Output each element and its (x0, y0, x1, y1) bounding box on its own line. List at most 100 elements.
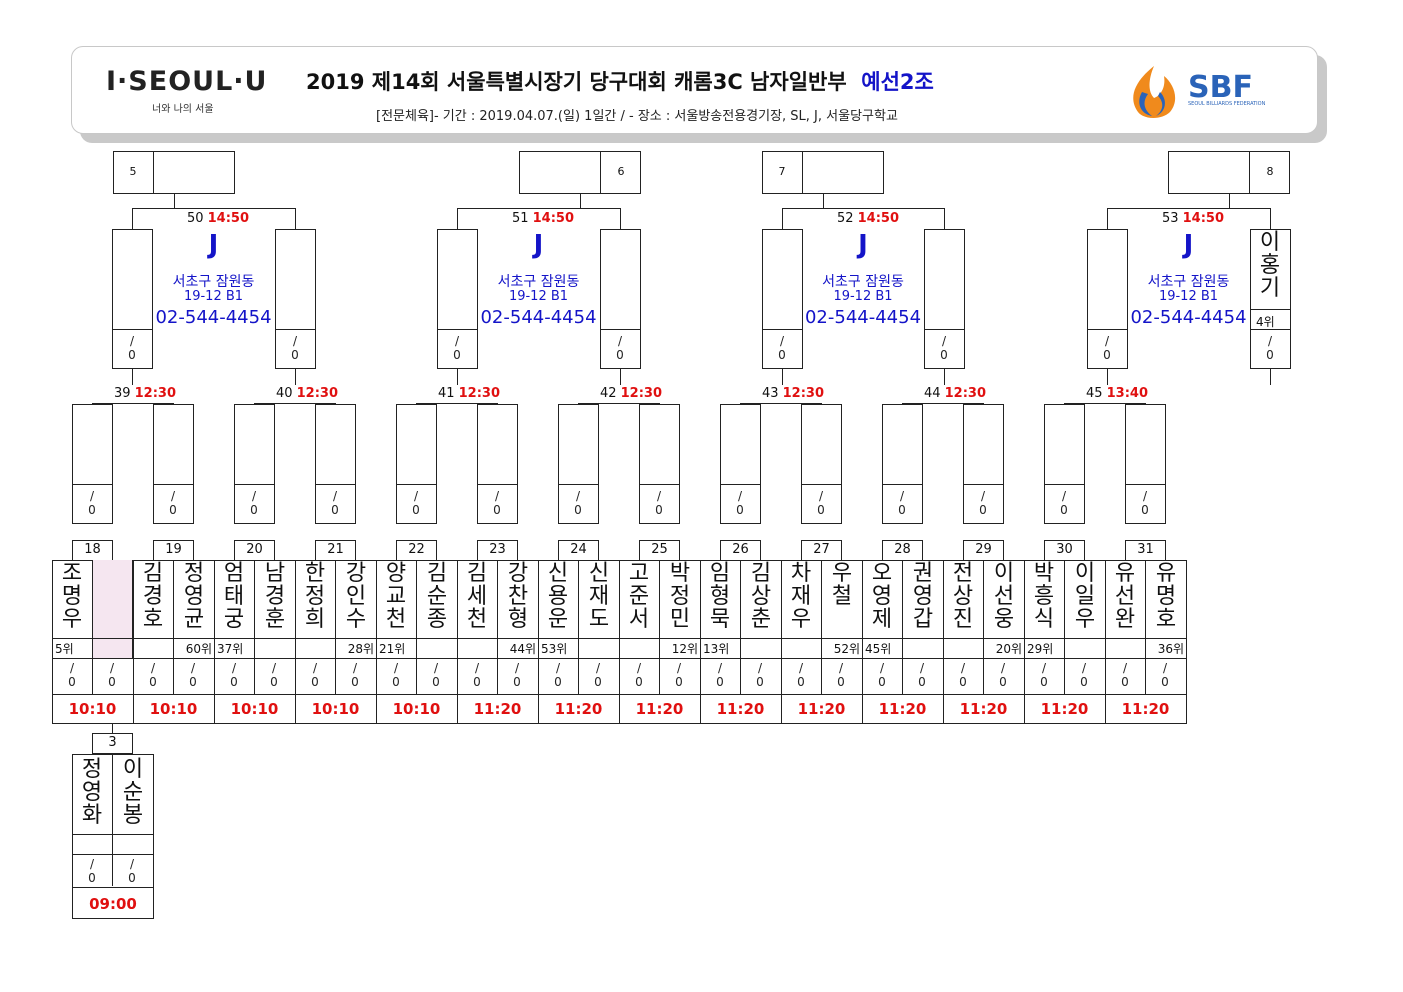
round3-match-header: 53 14:50 (1152, 211, 1234, 227)
round3-slot (762, 229, 803, 369)
score-value: 0 (1266, 348, 1274, 362)
player-rank (255, 640, 293, 655)
score-slash: / (818, 489, 824, 503)
bracket-line (1064, 560, 1065, 694)
player-name: 박정민 (669, 561, 691, 632)
bracket-line (700, 658, 781, 659)
bracket-line (1064, 403, 1065, 405)
round2-match-header: 44 12:30 (914, 386, 996, 402)
bracket-line (619, 638, 700, 639)
bracket-line (862, 638, 943, 639)
venue-addr1: 서초구 잠원동 (1147, 274, 1230, 290)
bracket-line (944, 208, 945, 229)
score-value: 0 (574, 503, 582, 517)
top-seed-box (519, 151, 641, 194)
score-slash: / (941, 334, 947, 348)
player-rank: 36위 (1157, 642, 1184, 656)
score-slash: / (454, 334, 460, 348)
bracket-line (72, 484, 113, 485)
round1-number: 28 (894, 542, 911, 557)
round2-slot (153, 404, 194, 524)
score-value: 0 (1080, 675, 1088, 689)
score-slash: / (312, 661, 318, 675)
score-slash: / (251, 489, 257, 503)
score-cell: /0 (963, 489, 1003, 519)
bracket-line (275, 329, 316, 330)
player-rank: 13위 (703, 642, 730, 656)
round1-number: 24 (570, 542, 587, 557)
bracket-line (862, 560, 863, 724)
player-name: 김순종 (426, 561, 448, 632)
bracket-line (457, 694, 538, 695)
player-rank: 60위 (185, 642, 212, 656)
score-slash: / (413, 489, 419, 503)
bracket-line (335, 560, 336, 694)
round3-slot (1087, 229, 1128, 369)
title-group: 예선2조 (861, 70, 934, 94)
bracket-line (578, 560, 579, 694)
score-cell: /0 (902, 661, 942, 691)
player-name: 김상춘 (750, 561, 772, 632)
bracket-line (943, 658, 1024, 659)
round2-slot (882, 404, 923, 524)
score-slash: / (636, 661, 642, 675)
match-time: 11:20 (1040, 700, 1089, 718)
score-slash: / (514, 661, 520, 675)
bracket-line (700, 560, 701, 724)
player-rank: 12위 (671, 642, 698, 656)
venue-code: J (533, 230, 544, 260)
player-name: 남경훈 (264, 561, 286, 632)
bracket-line (538, 560, 539, 724)
score-value: 0 (351, 675, 359, 689)
bracket-line (457, 658, 538, 659)
score-value: 0 (940, 348, 948, 362)
player-rank (93, 640, 131, 655)
score-slash: / (1061, 489, 1067, 503)
bracket-line (153, 151, 154, 194)
score-value: 0 (189, 675, 197, 689)
bracket-line (659, 560, 660, 694)
bracket-line (416, 403, 498, 404)
bracket-line (943, 694, 1024, 695)
score-cell: /0 (112, 857, 152, 887)
score-value: 0 (128, 348, 136, 362)
bracket-line (1270, 208, 1271, 229)
bracket-line (214, 560, 215, 724)
bracket-line (700, 694, 781, 695)
score-slash: / (129, 334, 135, 348)
bracket-line (1107, 369, 1108, 385)
score-value: 0 (1060, 503, 1068, 517)
round1-number: 30 (1056, 542, 1073, 557)
score-cell: /0 (659, 661, 699, 691)
bracket-line (943, 638, 1024, 639)
score-value: 0 (169, 503, 177, 517)
venue-phone: 02-544-4454 (480, 307, 597, 328)
match-number: 53 (1161, 211, 1183, 226)
match-time: 10:10 (68, 700, 117, 718)
player-name: 강인수 (345, 561, 367, 632)
match-time: 14:50 (532, 211, 575, 226)
match-time: 10:10 (149, 700, 198, 718)
score-value: 0 (331, 503, 339, 517)
sbf-logo-sub: SEOUL BILLIARDS FEDERATION (1188, 101, 1266, 107)
bracket-line (538, 638, 619, 639)
bracket-line (457, 208, 458, 229)
match-time: 11:20 (716, 700, 765, 718)
player-name: 박흥식 (1033, 561, 1055, 632)
score-cell: /0 (578, 661, 618, 691)
round1-number: 18 (84, 542, 101, 557)
player-rank: 53위 (541, 642, 568, 656)
bracket-line (762, 329, 803, 330)
score-cell: /0 (315, 489, 355, 519)
player-rank (622, 640, 658, 655)
score-slash: / (1142, 489, 1148, 503)
bracket-line (1145, 403, 1146, 405)
score-cell: /0 (862, 661, 902, 691)
round2-match-header: 43 12:30 (752, 386, 834, 402)
score-value: 0 (412, 503, 420, 517)
score-slash: / (271, 661, 277, 675)
bracket-line (781, 638, 862, 639)
bracket-line (1024, 658, 1105, 659)
bracket-line (740, 560, 741, 694)
player-name: 김경호 (142, 561, 164, 632)
